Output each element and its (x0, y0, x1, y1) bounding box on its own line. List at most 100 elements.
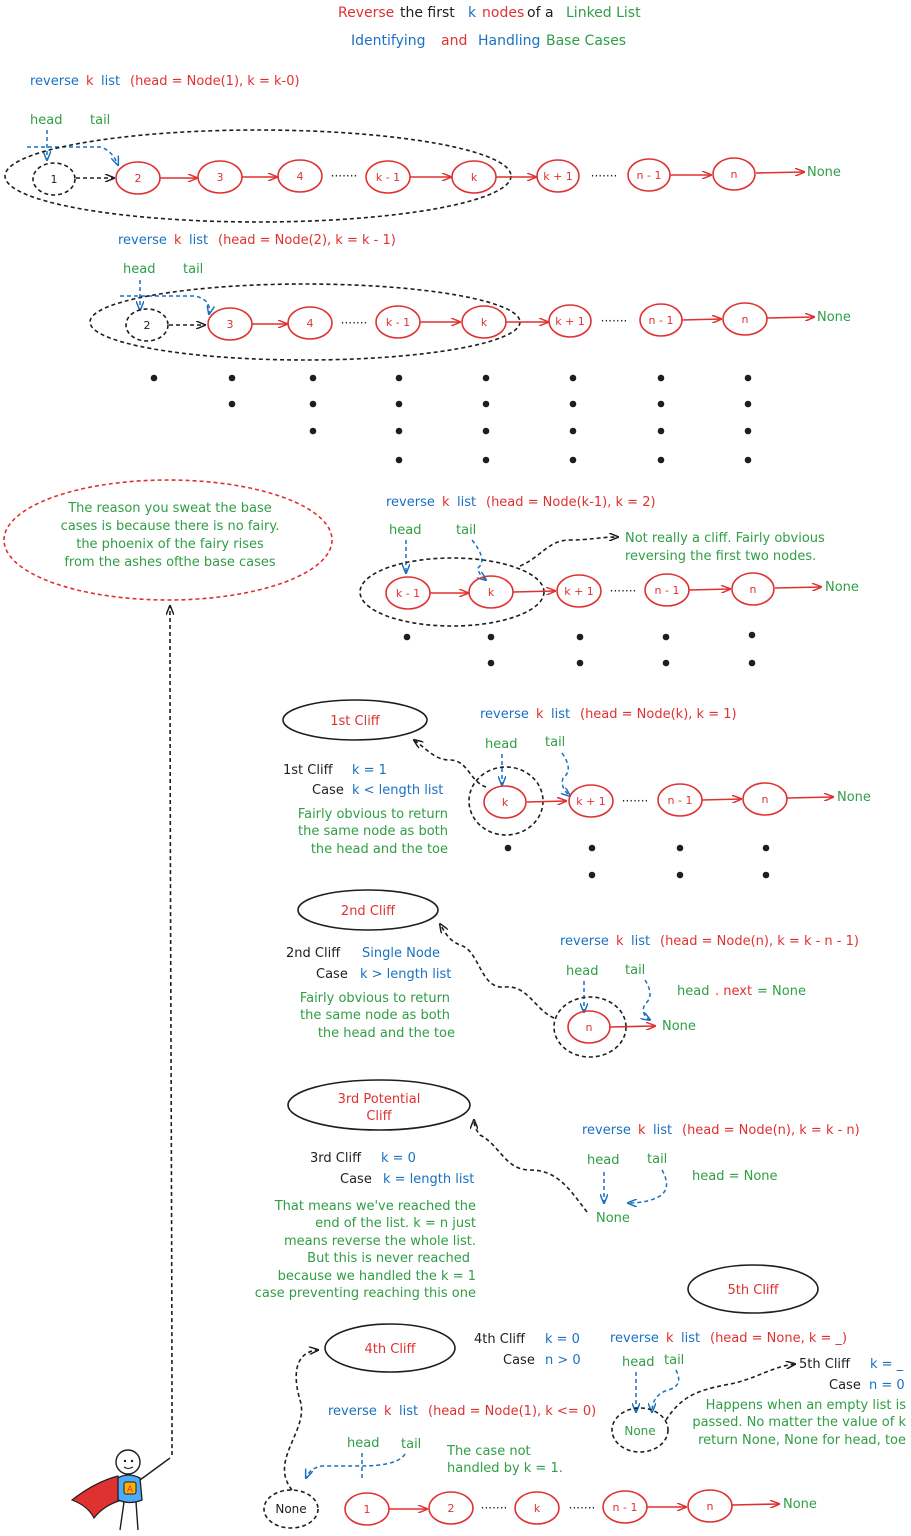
link-arrow (755, 172, 804, 173)
subtitle-handling: Handling (478, 33, 540, 49)
none-terminal: None (662, 1019, 696, 1034)
call-reverse: reverse (118, 233, 167, 248)
list-node (536, 159, 580, 193)
link-arrow (609, 1026, 655, 1027)
node-label: 3 (227, 318, 234, 331)
node-label: n (731, 168, 738, 181)
node-label: k + 1 (576, 795, 606, 808)
vertical-ellipsis-dots (150, 374, 752, 464)
ellipsis: ······· (331, 169, 358, 183)
call-list: list (631, 934, 650, 949)
head-label: head (30, 113, 62, 128)
subtitle-identifying: Identifying (351, 33, 426, 49)
cliff-1-note: Fairly obvious to return the same node a… (298, 807, 448, 857)
cliff-2-case-value: k > length list (360, 967, 451, 982)
tail-pointer-arrow (562, 752, 570, 796)
tail-label: tail (664, 1353, 684, 1368)
fairy-note-bubble (3, 479, 333, 601)
ellipsis: ······· (610, 584, 637, 598)
tail-pointer-arrow (120, 295, 209, 314)
node-label: 2 (448, 1502, 455, 1515)
code-next: . next (715, 984, 752, 999)
cape (70, 1475, 123, 1520)
fairy-note-line: from the ashes ofthe base cases (64, 555, 276, 570)
cliff-3-oval (287, 1079, 471, 1131)
node-label: n - 1 (655, 584, 680, 597)
cliff-2-note: Fairly obvious to return the same node a… (300, 991, 455, 1041)
link-arrow (786, 797, 833, 798)
head-label: head (389, 523, 421, 538)
list-node (548, 304, 592, 338)
node-label: k + 1 (555, 315, 585, 328)
row-1-call: reverse k list (head = Node(1), k = k-0) (30, 74, 300, 89)
subtitle-and: and (441, 33, 467, 49)
cliff-4-case-label: Case (503, 1353, 535, 1368)
rise-arrow (170, 606, 172, 1456)
linked-list-row-1: 2 3 4 ······· k - 1 k k + 1 ······· n - … (115, 157, 841, 195)
call-list: list (189, 233, 208, 248)
node-label: n - 1 (668, 794, 693, 807)
fairy-note-line: cases is because there is no fairy. (61, 519, 280, 534)
head-label: head (123, 262, 155, 277)
none-node: None (275, 1502, 306, 1516)
node-label: 1 (51, 173, 58, 186)
linked-list-cliff-1: k k + 1 ······· n - 1 n None (483, 782, 871, 819)
link-arrow (681, 319, 721, 320)
list-node (428, 1491, 474, 1525)
cliff-1-pointer-arrow (414, 740, 487, 788)
empty-list-window (611, 1407, 669, 1453)
node-label: k (534, 1502, 541, 1515)
cliff-4-oval (324, 1323, 456, 1373)
node-label: k - 1 (376, 171, 400, 184)
node-label: 4 (307, 317, 314, 330)
subtitle-base-cases: Base Cases (546, 33, 626, 49)
head-label: head (587, 1153, 619, 1168)
head-label: head (622, 1355, 654, 1370)
superhero-figure: A (70, 1449, 171, 1531)
node-label: n - 1 (613, 1501, 638, 1514)
call-list: list (681, 1331, 700, 1346)
node-label: k + 1 (543, 170, 573, 183)
call-k: k (536, 707, 544, 722)
code-head: head (677, 984, 709, 999)
note-line: Fairly obvious to return (300, 991, 450, 1006)
note-line: because we handled the k = 1 (278, 1269, 476, 1284)
cliff-2-name: 2nd Cliff (286, 946, 341, 961)
head-label: head (566, 964, 598, 979)
hero-head (115, 1449, 141, 1475)
call-args: (head = Node(1), k <= 0) (428, 1404, 596, 1419)
cliff-4-k: k = 0 (545, 1332, 580, 1347)
title-word-linked-list: Linked List (566, 5, 641, 21)
note-line: means reverse the whole list. (284, 1234, 476, 1249)
cliff-1-dots (504, 844, 770, 879)
cliff-3-case-label: Case (340, 1172, 372, 1187)
row-3-note: Not really a cliff. Fairly obvious rever… (625, 531, 825, 564)
note-line: Fairly obvious to return (298, 807, 448, 822)
node-label: k (502, 796, 509, 809)
call-k: k (86, 74, 94, 89)
cliff-4-case: 4th Cliff k = 0 Case n > 0 (474, 1332, 581, 1368)
node-label: k (481, 316, 488, 329)
cliff-3-oval-label: Cliff (366, 1109, 392, 1124)
cliff-4-name: 4th Cliff (474, 1332, 526, 1347)
note-line: end of the list. k = n just (315, 1216, 476, 1231)
cliff-5-name: 5th Cliff (799, 1357, 851, 1372)
list-node (514, 1491, 560, 1525)
ellipsis: ······· (601, 314, 628, 328)
none-terminal: None (825, 580, 859, 595)
call-reverse: reverse (30, 74, 79, 89)
cliff-1-case-value: k < length list (352, 783, 443, 798)
note-line: But this is never reached (307, 1251, 470, 1266)
cliff-1-case-label: Case (312, 783, 344, 798)
fairy-note: The reason you sweat the base cases is b… (61, 501, 280, 570)
node-label: k - 1 (386, 316, 410, 329)
node-label: n (750, 583, 757, 596)
call-args: (head = Node(k-1), k = 2) (486, 495, 656, 510)
title-word-k: k (468, 5, 477, 21)
none-terminal: None (596, 1211, 630, 1226)
link-arrow (774, 587, 821, 588)
note-line: handled by k = 1. (447, 1461, 563, 1476)
cliff-3-oval-label: 3rd Potential (338, 1092, 421, 1107)
tail-pointer-arrow (306, 1453, 406, 1478)
